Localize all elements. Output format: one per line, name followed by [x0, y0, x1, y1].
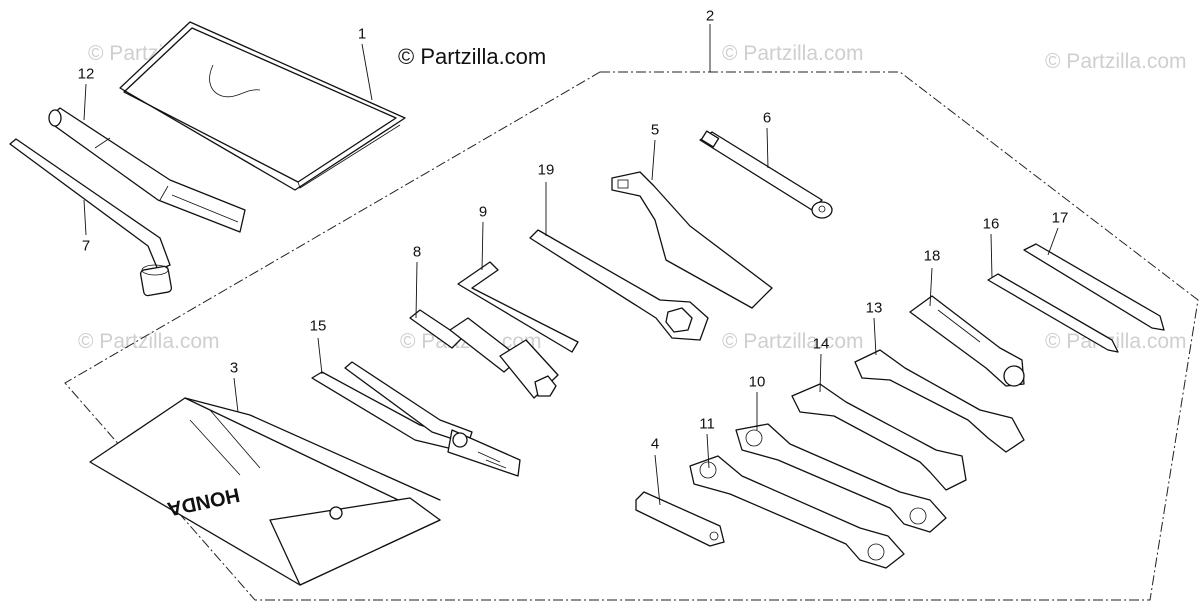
tool-kit-group-border	[64, 71, 1199, 601]
combination-wrench-2-part	[689, 455, 905, 569]
callout-9: 9	[478, 203, 488, 221]
callout-6: 6	[762, 109, 772, 127]
screwdriver-bit-part	[699, 130, 833, 219]
pin-spanner-part	[611, 171, 773, 309]
callout-18: 18	[923, 247, 941, 265]
flat-screwdriver-part	[1023, 243, 1165, 331]
callout-15: 15	[309, 317, 327, 335]
open-end-wrench-small-part	[854, 349, 1025, 453]
callout-14: 14	[812, 335, 830, 353]
box-end-wrench-part	[529, 229, 709, 341]
watermark: © Partzilla.com	[1045, 50, 1187, 73]
socket-wrench-part	[409, 309, 559, 399]
watermark: © Partzilla.com	[1045, 330, 1187, 353]
pliers-part	[311, 361, 521, 477]
screwdriver-handle-part	[909, 295, 1025, 387]
combination-wrench-part	[735, 423, 947, 533]
handle-bar-part	[48, 107, 246, 233]
copyright-notice: © Partzilla.com	[398, 44, 547, 69]
callout-10: 10	[748, 373, 766, 391]
callout-19: 19	[537, 161, 555, 179]
callout-17: 17	[1051, 209, 1069, 227]
watermark: © Partzilla.com	[722, 330, 864, 353]
tool-pouch-part: HONDA	[89, 397, 441, 586]
watermark: © Partzilla.com	[78, 330, 220, 353]
callout-12: 12	[77, 65, 95, 83]
callout-3: 3	[229, 359, 239, 377]
owners-manual-part	[119, 21, 406, 191]
callout-1: 1	[357, 25, 367, 43]
hex-key-part	[457, 261, 579, 353]
callout-4: 4	[650, 435, 660, 453]
callout-2: 2	[705, 7, 715, 25]
callout-16: 16	[982, 215, 1000, 233]
callout-13: 13	[865, 299, 883, 317]
callout-7: 7	[81, 237, 91, 255]
callout-5: 5	[650, 121, 660, 139]
callout-11: 11	[699, 415, 715, 433]
phillips-screwdriver-part	[987, 273, 1119, 353]
watermark: © Partzilla.com	[722, 42, 864, 65]
spark-plug-wrench-part	[9, 138, 173, 297]
open-end-wrench-large-part	[791, 383, 967, 491]
callout-8: 8	[412, 243, 422, 261]
leader-lines	[83, 24, 1059, 506]
flat-wrench-part	[635, 491, 725, 547]
